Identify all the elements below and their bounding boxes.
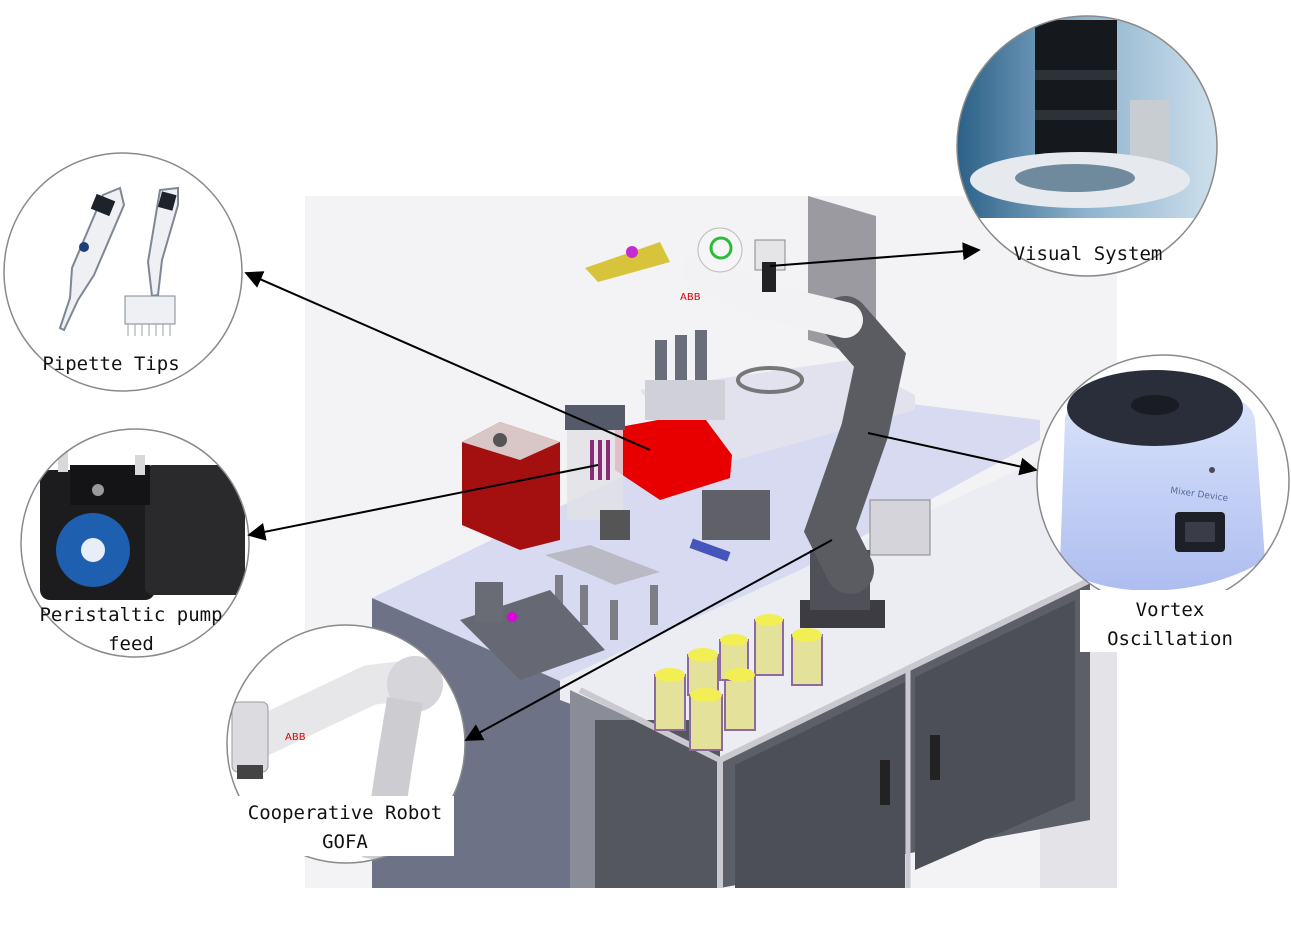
peristaltic-pump-label-line2: feed xyxy=(108,633,154,655)
arrow-visual xyxy=(769,242,981,267)
cooperative-robot-callout: ABB Cooperative Robot GOFA xyxy=(226,624,466,864)
callout-arrows xyxy=(244,242,1038,741)
peristaltic-pump-callout: Peristaltic pump feed xyxy=(20,428,250,658)
vortex-oscillation-callout: Mixer Device Vortex Oscillation xyxy=(1036,354,1291,652)
cobot-arm: ABB xyxy=(585,227,906,628)
arrow-robot xyxy=(464,539,833,741)
robot-brand-logo: ABB xyxy=(285,732,306,743)
pipette-tips-circle xyxy=(3,152,243,392)
tube-rack-left xyxy=(545,545,660,640)
cooperative-robot-label-line2: GOFA xyxy=(322,831,368,853)
pipette-tips-label: Pipette Tips xyxy=(42,353,179,375)
arrow-pipette xyxy=(244,271,651,451)
vortex-oscillation-label-line2: Oscillation xyxy=(1107,628,1233,650)
peristaltic-pump-circle xyxy=(20,428,250,658)
abb-logo: ABB xyxy=(680,292,701,303)
cooperative-robot-circle xyxy=(226,624,466,864)
pipette-tips-callout: Pipette Tips xyxy=(3,152,243,392)
arrow-pump xyxy=(247,464,599,541)
peristaltic-pump-icon xyxy=(40,452,245,600)
red-reservoir xyxy=(462,422,560,550)
peristaltic-pump-label-line1: Peristaltic pump xyxy=(39,604,222,626)
cooperative-robot-label-line1: Cooperative Robot xyxy=(248,802,442,824)
visual-system-callout: Visual System xyxy=(956,15,1218,277)
arrow-vortex xyxy=(867,432,1038,476)
yellow-tubes xyxy=(654,619,823,751)
vortex-mixer-icon: Mixer Device xyxy=(1060,370,1265,591)
red-tray xyxy=(615,412,732,500)
vortex-oscillation-label-line1: Vortex xyxy=(1136,599,1205,621)
camera-lens-icon xyxy=(970,20,1190,208)
visual-system-circle xyxy=(956,15,1218,277)
pipette-icon xyxy=(58,186,179,336)
visual-system-label: Visual System xyxy=(1014,243,1163,265)
